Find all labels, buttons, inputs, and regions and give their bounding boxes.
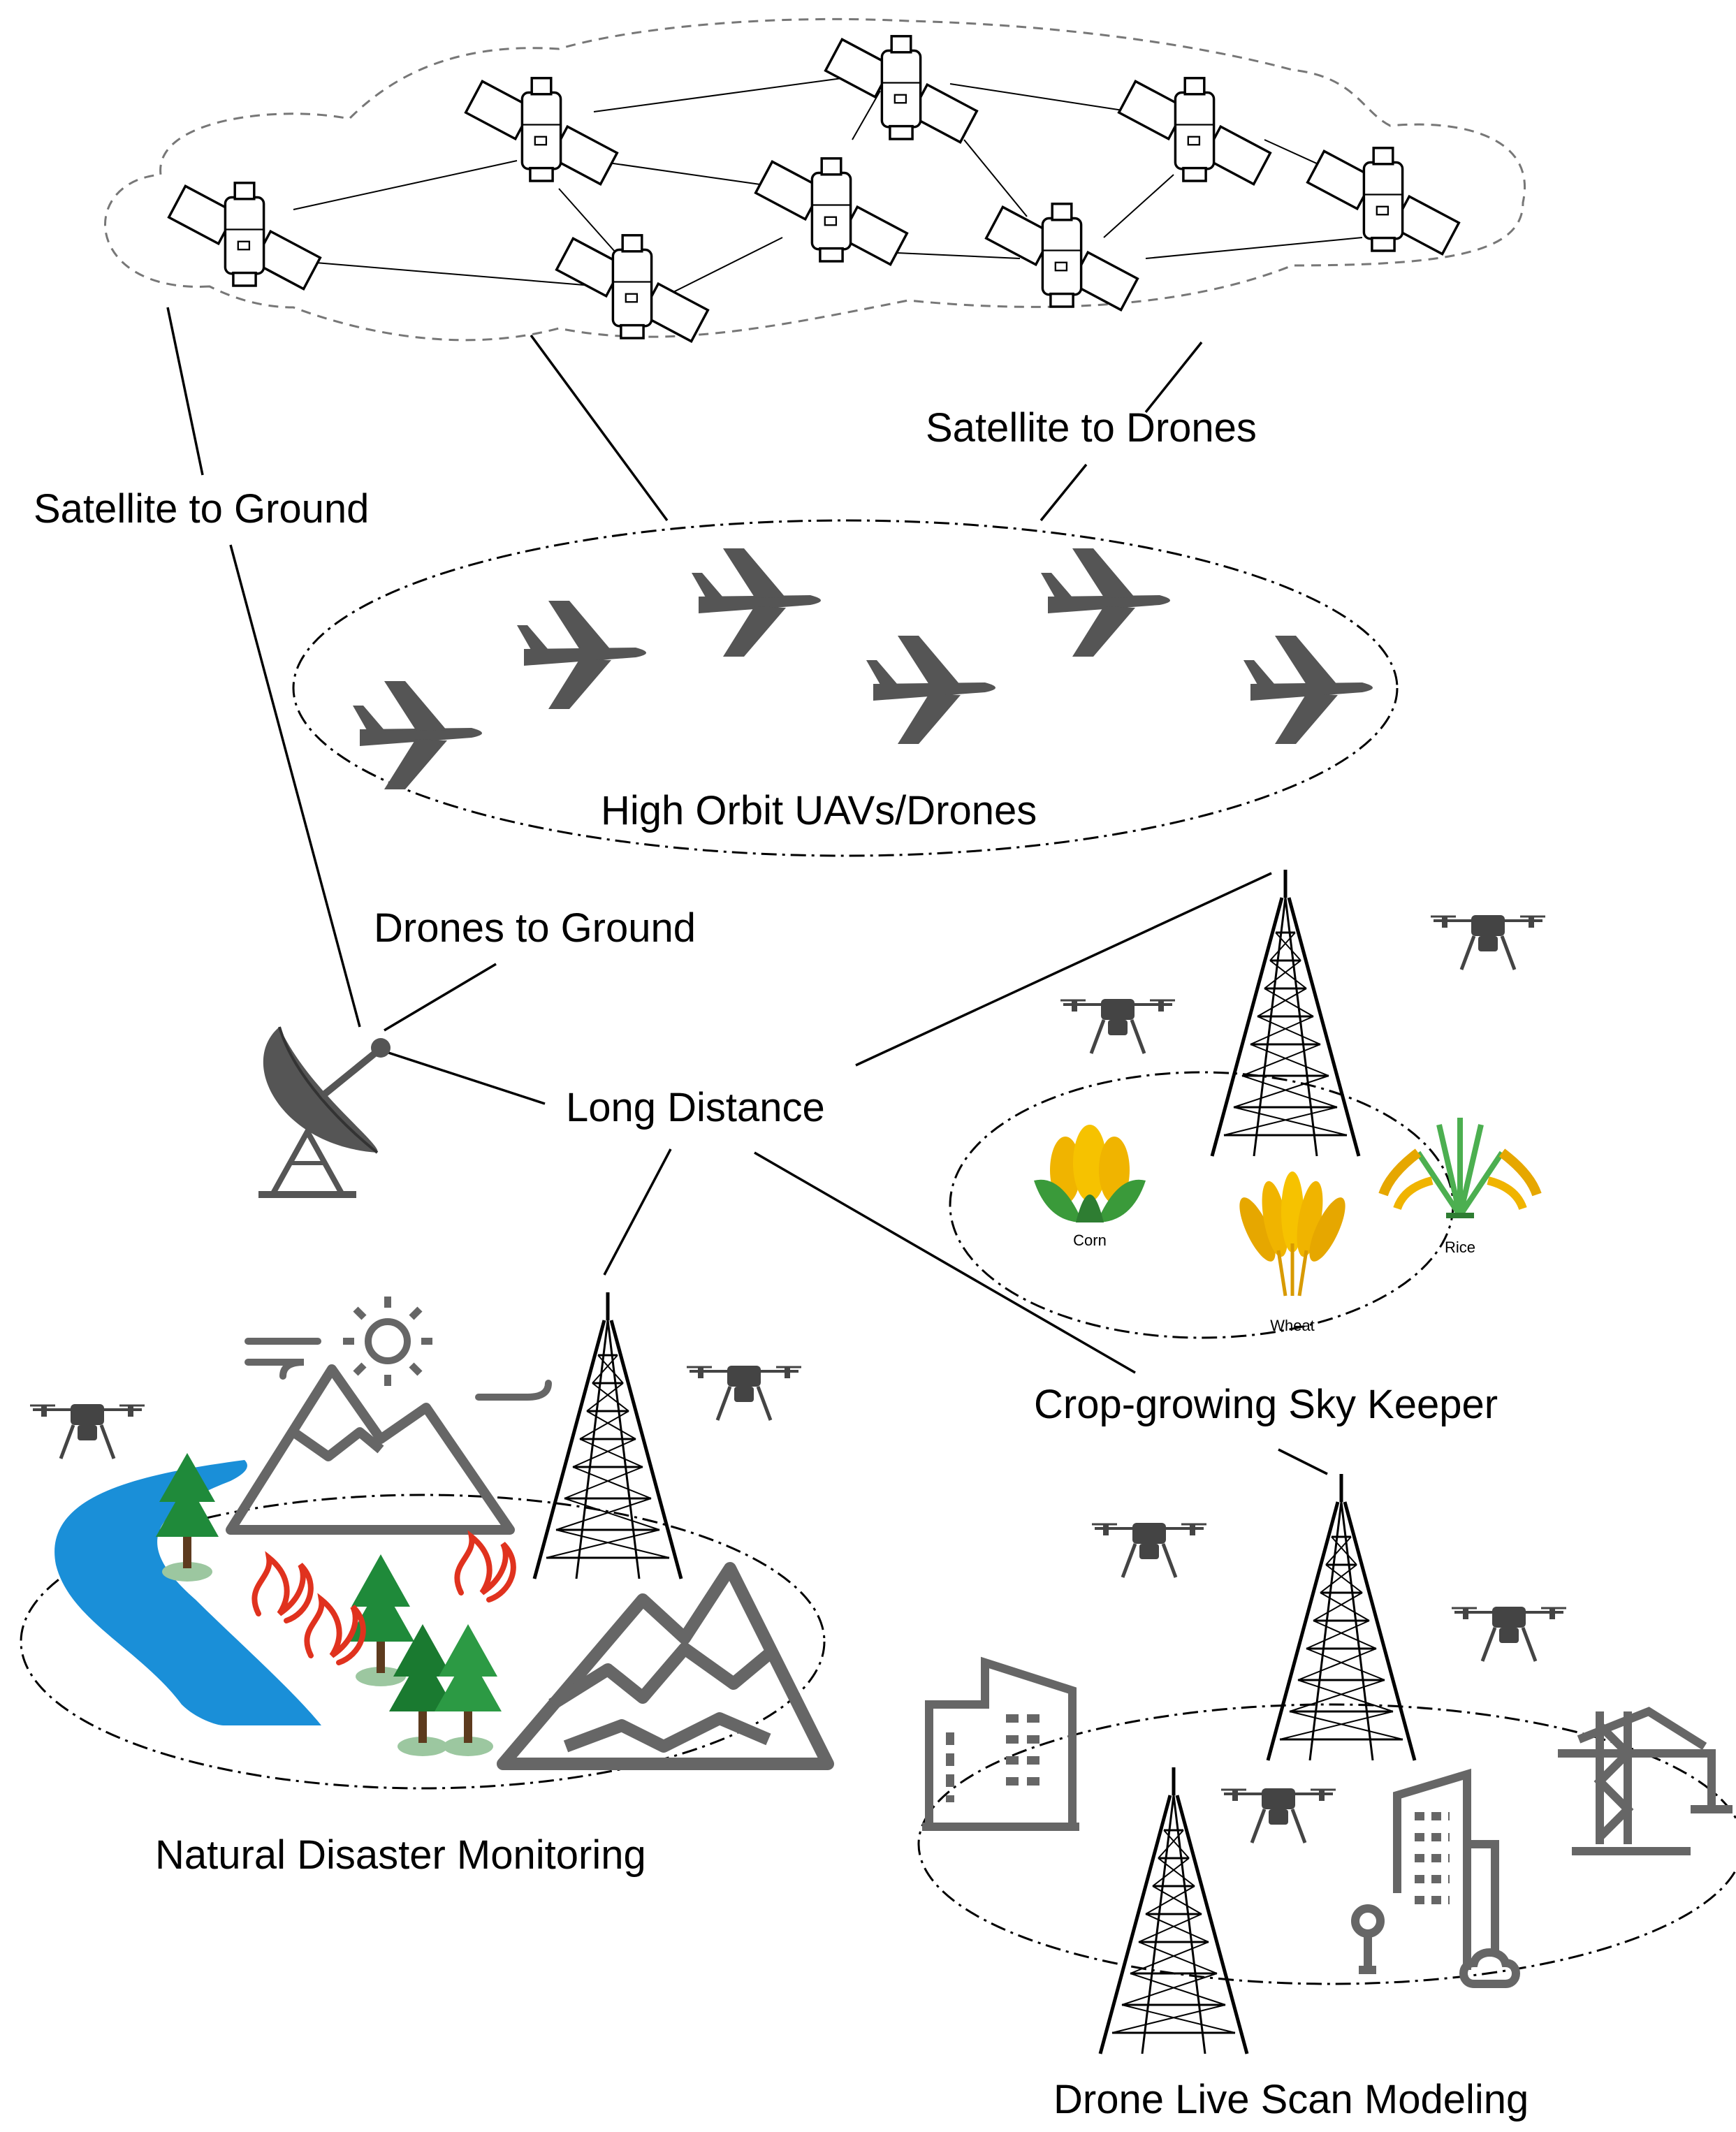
uav-region-boundary	[292, 519, 1399, 857]
crane-icon	[1558, 1707, 1733, 1855]
satellite-icon	[824, 35, 979, 144]
satellite-icon	[1117, 77, 1272, 186]
satellite-icon	[555, 234, 710, 343]
plane-icon	[692, 548, 821, 657]
quadcopter-icon	[30, 1404, 145, 1459]
factory-icon	[1351, 1768, 1520, 1988]
quadcopter-icon	[1221, 1788, 1336, 1843]
tower-icon	[534, 1292, 681, 1579]
drones-to-ground-label: Drones to Ground	[374, 905, 696, 951]
corn-icon	[1034, 1125, 1146, 1222]
satellite-icon	[167, 182, 322, 291]
satellite-icon	[464, 77, 619, 186]
connector-lines	[166, 307, 1328, 1475]
river-icon	[54, 1460, 321, 1725]
high-orbit-label: High Orbit UAVs/Drones	[601, 788, 1037, 833]
plane-icon	[1041, 548, 1170, 657]
tree-icon	[389, 1624, 456, 1756]
quadcopter-icon	[687, 1366, 801, 1420]
fire-icon	[251, 1530, 516, 1665]
tree-icon	[156, 1453, 219, 1582]
plane-icon	[1243, 636, 1373, 744]
mountain-icon	[226, 1364, 515, 1535]
wheat-icon	[1239, 1171, 1345, 1297]
rice-label: Rice	[1445, 1239, 1475, 1256]
tree-icon	[435, 1624, 502, 1756]
live-scan-label: Drone Live Scan Modeling	[1053, 2077, 1529, 2122]
satellite-icon	[984, 203, 1139, 312]
wheat-label: Wheat	[1270, 1317, 1315, 1334]
building-icon	[922, 1656, 1079, 1831]
quadcopter-icon	[1452, 1607, 1566, 1661]
satellite-cloud-boundary	[104, 17, 1526, 342]
satellite-to-ground-label: Satellite to Ground	[34, 486, 369, 532]
quadcopter-icon	[1431, 915, 1545, 970]
tower-icon	[1268, 1474, 1415, 1760]
satellite-to-drones-label: Satellite to Drones	[926, 405, 1257, 451]
tower-icon	[1100, 1767, 1247, 2054]
sun-icon	[245, 1297, 552, 1401]
plane-icon	[517, 601, 646, 709]
natural-disaster-label: Natural Disaster Monitoring	[155, 1832, 646, 1878]
quadcopter-icon	[1092, 1523, 1206, 1577]
mountain-icon	[497, 1562, 834, 1770]
tower-icon	[1212, 870, 1359, 1156]
satellite-icon	[1306, 147, 1461, 256]
satellite-icon	[754, 157, 909, 266]
plane-icon	[866, 636, 995, 744]
quadcopter-icon	[1060, 999, 1175, 1053]
dish-antenna-icon	[258, 1026, 391, 1198]
crop-region-boundary	[949, 1071, 1454, 1339]
rice-icon	[1378, 1118, 1542, 1218]
crop-keeper-label: Crop-growing Sky Keeper	[1034, 1382, 1498, 1427]
disaster-region-boundary	[20, 1494, 826, 1790]
plane-icon	[353, 681, 482, 789]
scan-region-boundary	[917, 1703, 1736, 1985]
long-distance-label: Long Distance	[566, 1085, 825, 1130]
corn-label: Corn	[1073, 1232, 1107, 1249]
